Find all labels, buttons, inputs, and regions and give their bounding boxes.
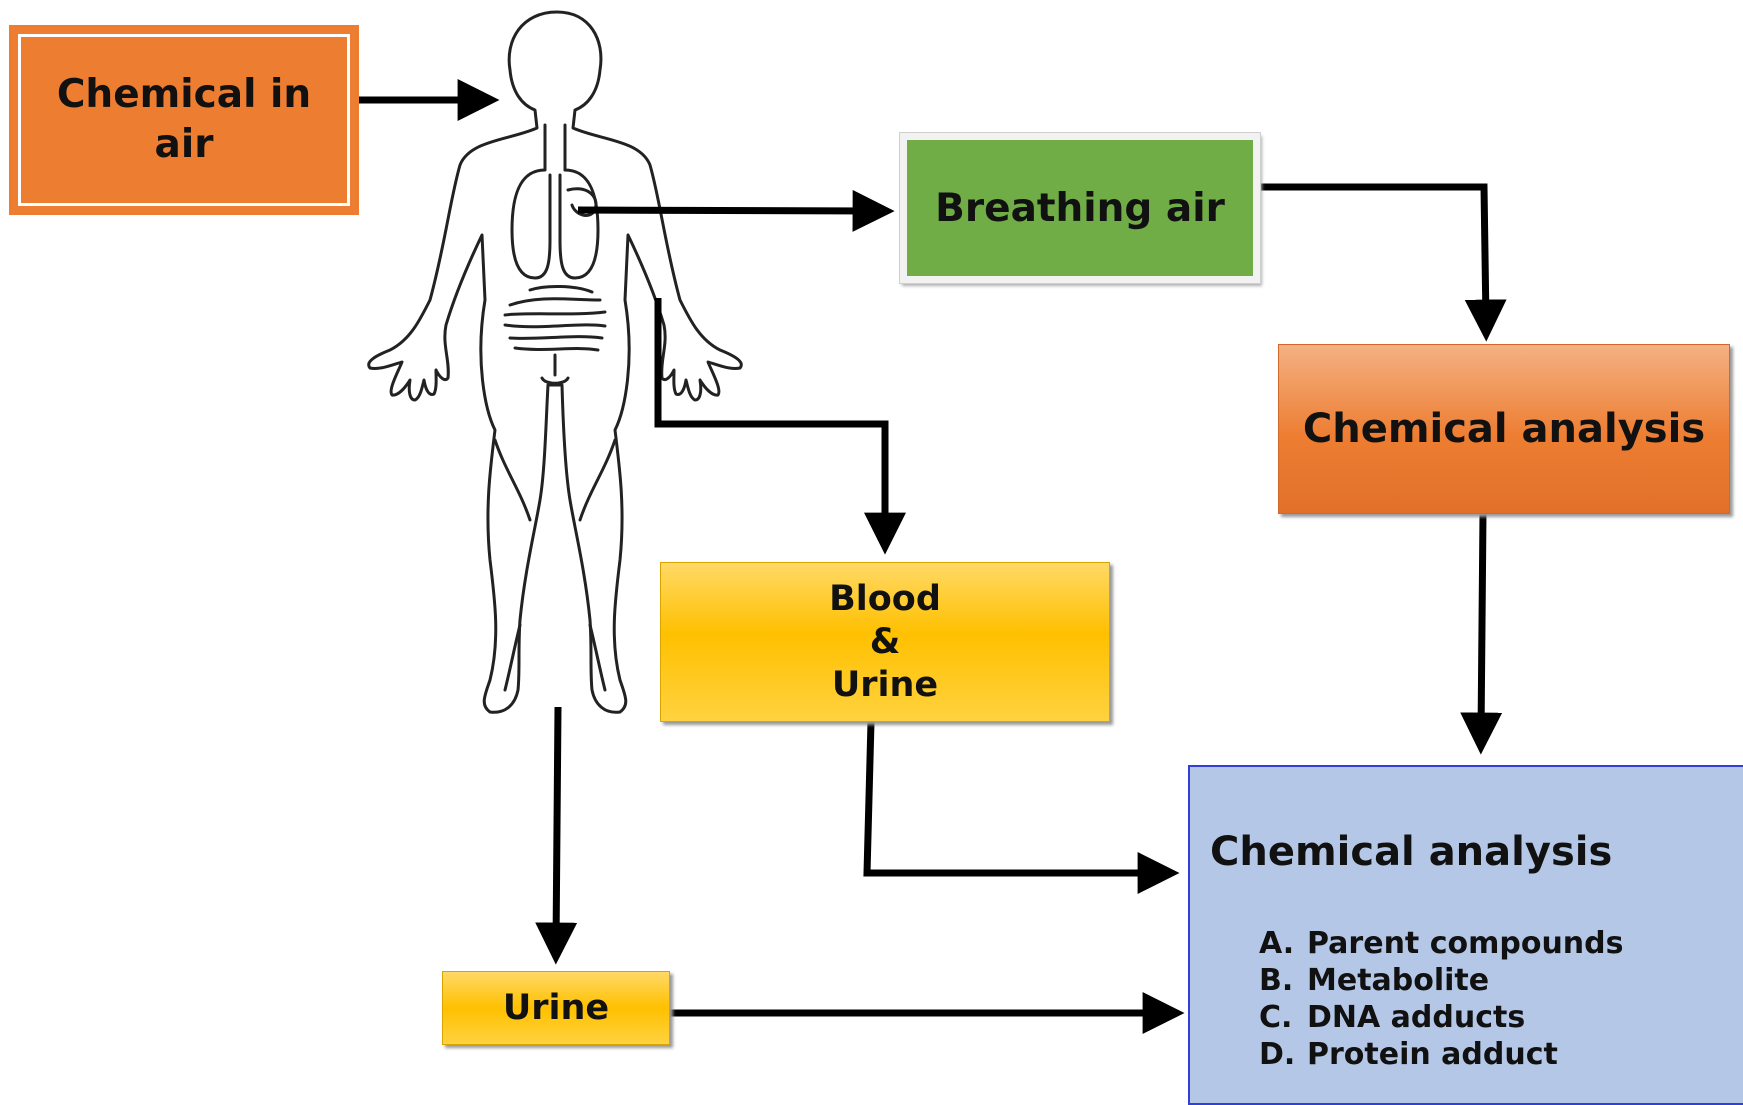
list-marker: A. — [1259, 925, 1307, 962]
chemical-in-air-label: Chemical in air — [57, 70, 311, 170]
arrow-breathing-to-analysis — [1257, 187, 1486, 322]
blood-urine-label: Blood & Urine — [829, 578, 941, 707]
analysis-list-item: B.Metabolite — [1259, 962, 1624, 999]
list-text: Protein adduct — [1307, 1037, 1558, 1072]
chemical-in-air-box: Chemical in air — [9, 25, 359, 215]
arrow-body-to-breathing — [578, 210, 875, 211]
list-marker: B. — [1259, 962, 1307, 999]
chemical-analysis-breath-box: Chemical analysis — [1278, 344, 1730, 514]
list-text: Parent compounds — [1307, 926, 1624, 961]
arrow-body-to-blood — [658, 298, 885, 535]
list-text: DNA adducts — [1307, 1000, 1525, 1035]
chemical-analysis-panel: Chemical analysis A.Parent compounds B.M… — [1188, 765, 1743, 1105]
list-marker: D. — [1259, 1036, 1307, 1073]
urine-box: Urine — [442, 971, 670, 1045]
analysis-list-item: A.Parent compounds — [1259, 925, 1624, 962]
analysis-list: A.Parent compounds B.Metabolite C.DNA ad… — [1259, 925, 1624, 1073]
breathing-air-box: Breathing air — [900, 133, 1260, 283]
list-marker: C. — [1259, 999, 1307, 1036]
arrow-body-to-urine — [556, 707, 558, 945]
blood-urine-box: Blood & Urine — [660, 562, 1110, 722]
breathing-air-label: Breathing air — [935, 186, 1225, 231]
analysis-list-item: D.Protein adduct — [1259, 1036, 1624, 1073]
analysis-list-item: C.DNA adducts — [1259, 999, 1624, 1036]
arrow-blood-to-panel — [867, 722, 1160, 873]
chemical-analysis-breath-label: Chemical analysis — [1303, 406, 1705, 452]
arrow-analysis-to-panel — [1481, 513, 1483, 735]
list-text: Metabolite — [1307, 963, 1489, 998]
urine-label: Urine — [503, 988, 609, 1028]
chemical-analysis-panel-title: Chemical analysis — [1210, 829, 1612, 875]
